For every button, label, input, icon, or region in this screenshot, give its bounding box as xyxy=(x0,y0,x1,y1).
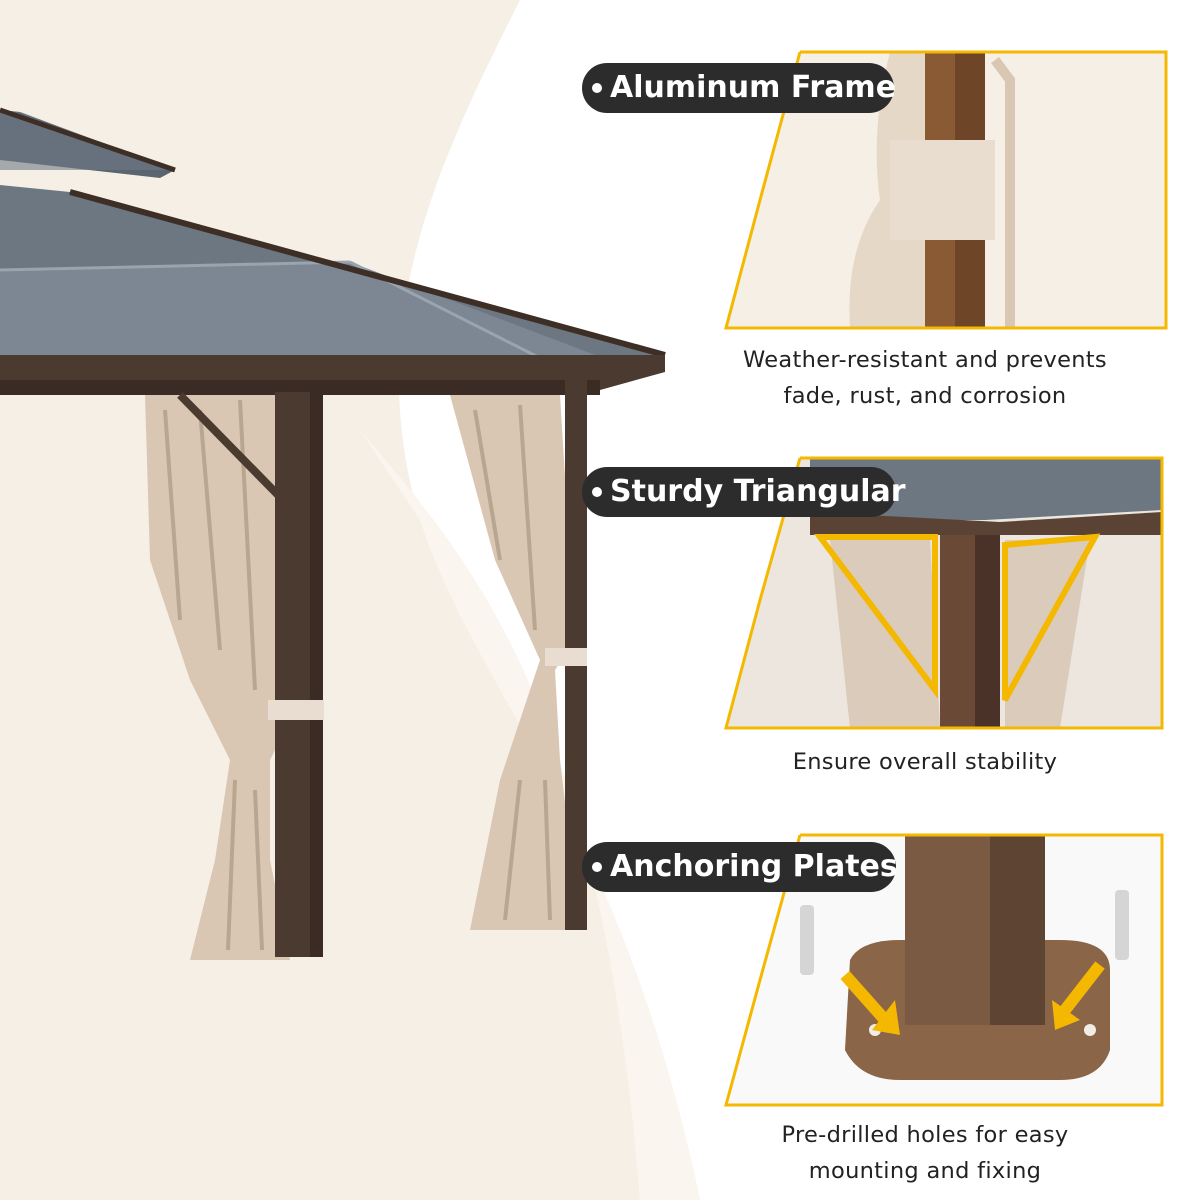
bullet-icon xyxy=(592,83,602,93)
caption-line: Weather-resistant and prevents xyxy=(743,347,1107,373)
triangular-brace-image xyxy=(726,458,1162,728)
anchoring-accent-border xyxy=(724,833,1164,1107)
anchoring-plate-image xyxy=(726,835,1162,1105)
triangular-accent-border xyxy=(724,456,1164,730)
feature-title: Sturdy Triangular xyxy=(610,474,906,509)
aluminum-frame-image xyxy=(726,52,1166,328)
feature-caption: Pre-drilled holes for easy mounting and … xyxy=(700,1117,1150,1189)
feature-title: Aluminum Frame xyxy=(610,70,897,105)
caption-line: fade, rust, and corrosion xyxy=(783,383,1067,409)
feature-title-badge: Anchoring Plates xyxy=(582,842,898,892)
caption-line: Pre-drilled holes for easy xyxy=(781,1122,1069,1148)
feature-caption: Ensure overall stability xyxy=(700,744,1150,780)
caption-line: Ensure overall stability xyxy=(792,749,1058,775)
feature-title-badge: Sturdy Triangular xyxy=(582,467,906,517)
bullet-icon xyxy=(592,487,602,497)
bullet-icon xyxy=(592,862,602,872)
feature-title-badge: Aluminum Frame xyxy=(582,63,897,113)
feature-title: Anchoring Plates xyxy=(610,849,898,884)
feature-caption: Weather-resistant and prevents fade, rus… xyxy=(700,342,1150,414)
background-swoosh xyxy=(0,0,700,1200)
frame-accent-border xyxy=(724,50,1168,330)
gazebo-image xyxy=(0,107,666,960)
caption-line: mounting and fixing xyxy=(808,1158,1042,1184)
